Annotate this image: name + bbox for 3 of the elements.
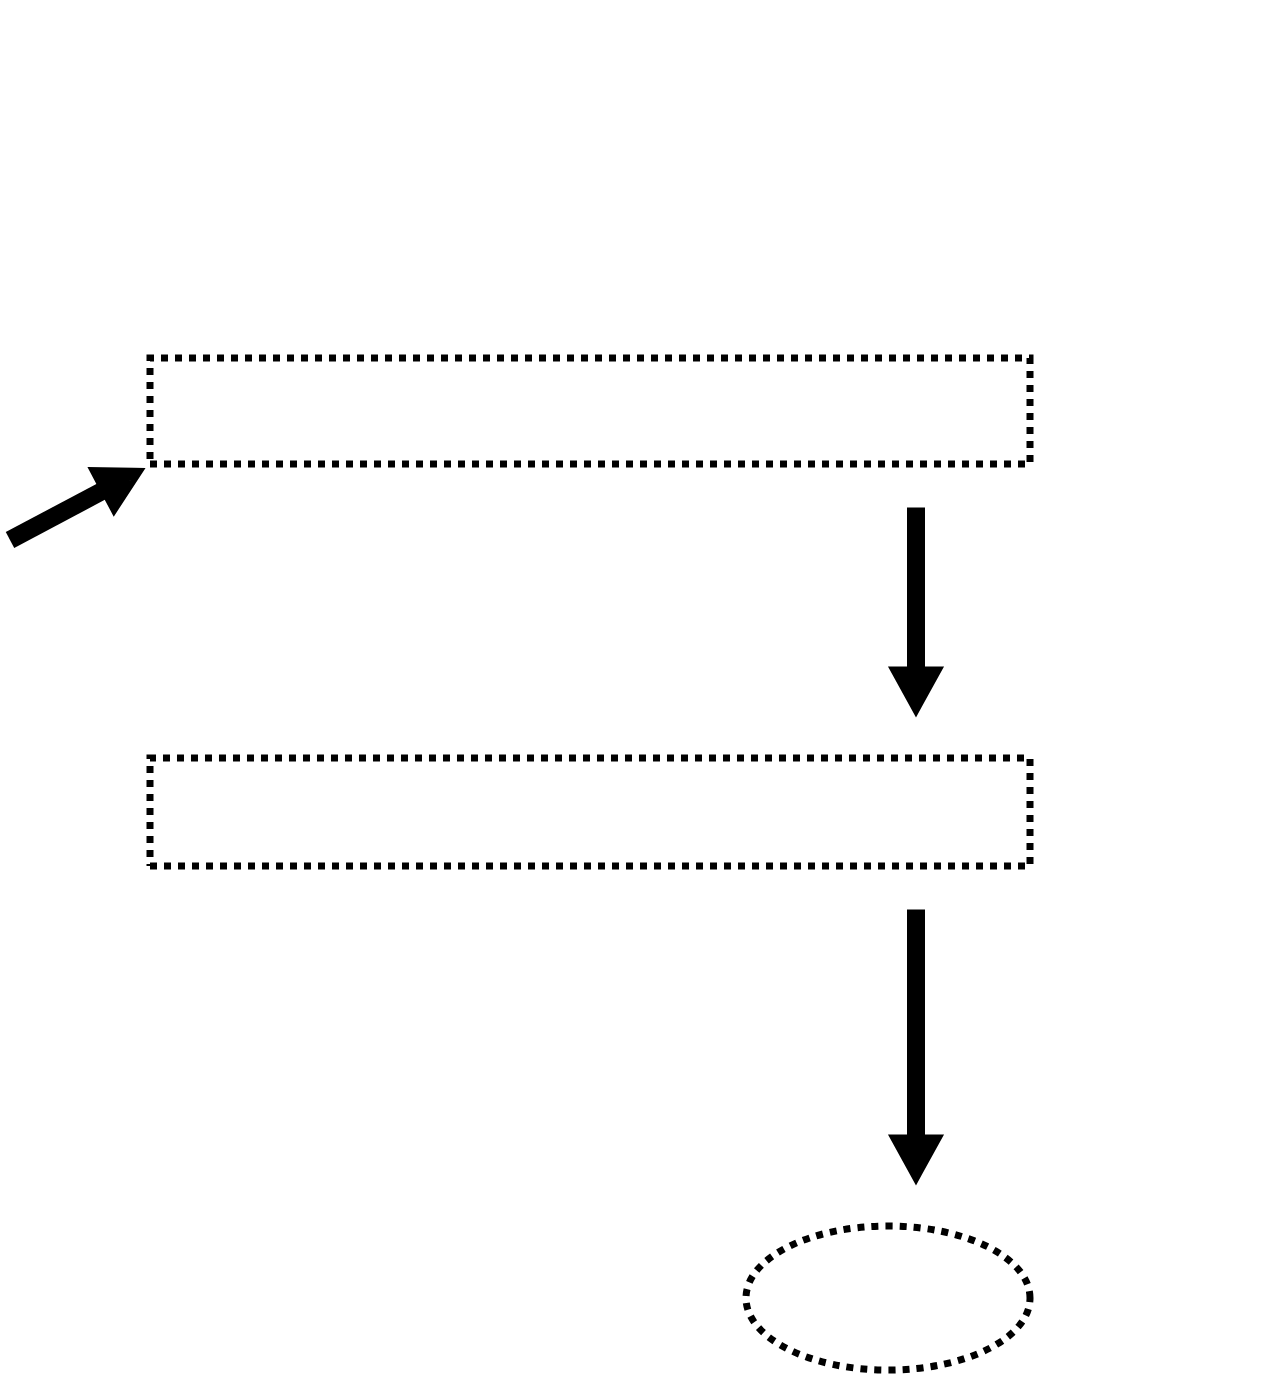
dotted-box (146, 754, 1034, 870)
dotted-ellipse (742, 1222, 1034, 1374)
dotted-box (146, 354, 1034, 468)
